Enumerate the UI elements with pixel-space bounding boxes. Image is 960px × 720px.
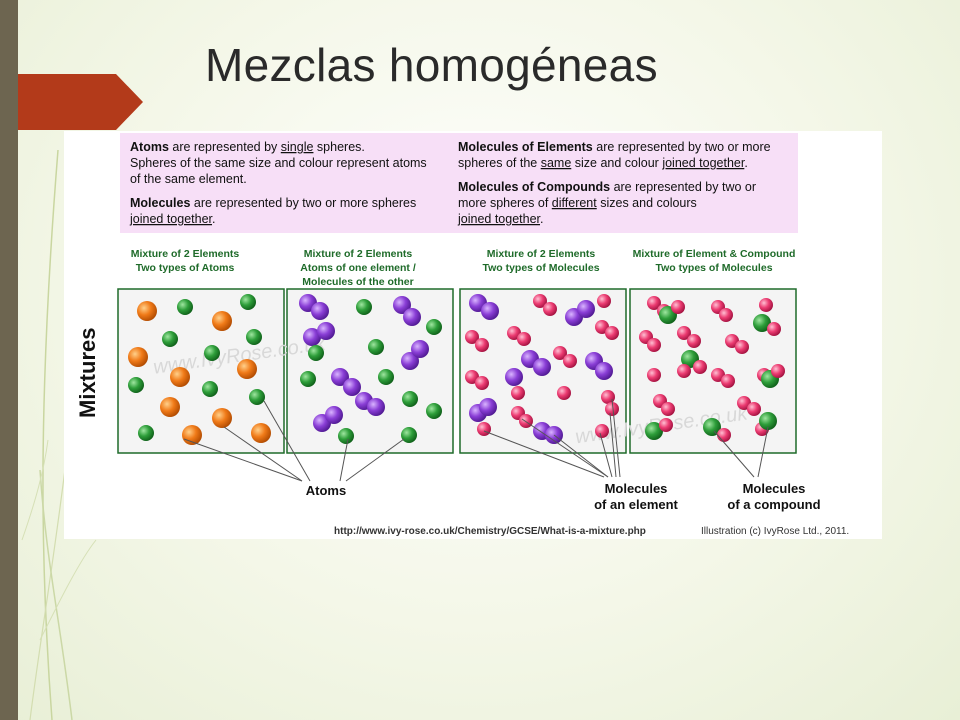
panel-2-particles [299, 294, 442, 444]
panel-3-particles [465, 294, 619, 444]
svg-text:of the same element.: of the same element. [130, 172, 247, 186]
mixtures-figure: Atoms are represented by single spheres.… [64, 131, 882, 539]
svg-text:Atoms are represented by singl: Atoms are represented by single spheres. [130, 140, 365, 154]
panel-3-subtitle: Two types of Molecules [482, 262, 599, 274]
legend-left: Atoms are represented by single spheres.… [129, 140, 427, 226]
svg-text:joined together.: joined together. [457, 212, 544, 226]
svg-text:more spheres of different size: more spheres of different sizes and colo… [458, 196, 697, 210]
mixtures-label: Mixtures [75, 328, 100, 418]
svg-text:joined together.: joined together. [129, 212, 216, 226]
slide-title: Mezclas homogéneas [205, 39, 658, 91]
panel-2-subtitle-2: Molecules of the other [302, 276, 413, 288]
legend-box [120, 133, 798, 233]
svg-text:Spheres of the same size and c: Spheres of the same size and colour repr… [130, 156, 427, 170]
title-arrow-tab [18, 74, 143, 130]
panel-1-particles [128, 294, 271, 445]
panel-2-subtitle: Atoms of one element / [300, 262, 416, 274]
callout-lines [183, 398, 769, 482]
callout-molecules-element-2: of an element [594, 497, 678, 512]
panel-1-subtitle: Two types of Atoms [136, 262, 235, 274]
credit-copyright: Illustration (c) IvyRose Ltd., 2011. [701, 526, 849, 537]
legend-right: Molecules of Elements are represented by… [457, 140, 771, 226]
callout-molecules-element-1: Molecules [605, 481, 668, 496]
panel-3-title: Mixture of 2 Elements [487, 248, 596, 260]
left-accent-bar [0, 0, 18, 720]
callout-molecules-compound-2: of a compound [727, 497, 820, 512]
panel-4-title: Mixture of Element & Compound [633, 248, 796, 260]
svg-text:Molecules are represented by t: Molecules are represented by two or more… [130, 196, 416, 210]
callout-atoms: Atoms [306, 483, 346, 498]
credit-url: http://www.ivy-rose.co.uk/Chemistry/GCSE… [334, 526, 646, 537]
svg-text:Molecules of Elements are repr: Molecules of Elements are represented by… [458, 140, 771, 154]
panel-1-title: Mixture of 2 Elements [131, 248, 240, 260]
panel-2-title: Mixture of 2 Elements [304, 248, 413, 260]
panel-4-particles [639, 296, 785, 442]
svg-text:Molecules of Compounds are rep: Molecules of Compounds are represented b… [458, 180, 756, 194]
callout-molecules-compound-1: Molecules [743, 481, 806, 496]
panel-4-subtitle: Two types of Molecules [655, 262, 772, 274]
svg-text:spheres of the same size and c: spheres of the same size and colour join… [458, 156, 748, 170]
